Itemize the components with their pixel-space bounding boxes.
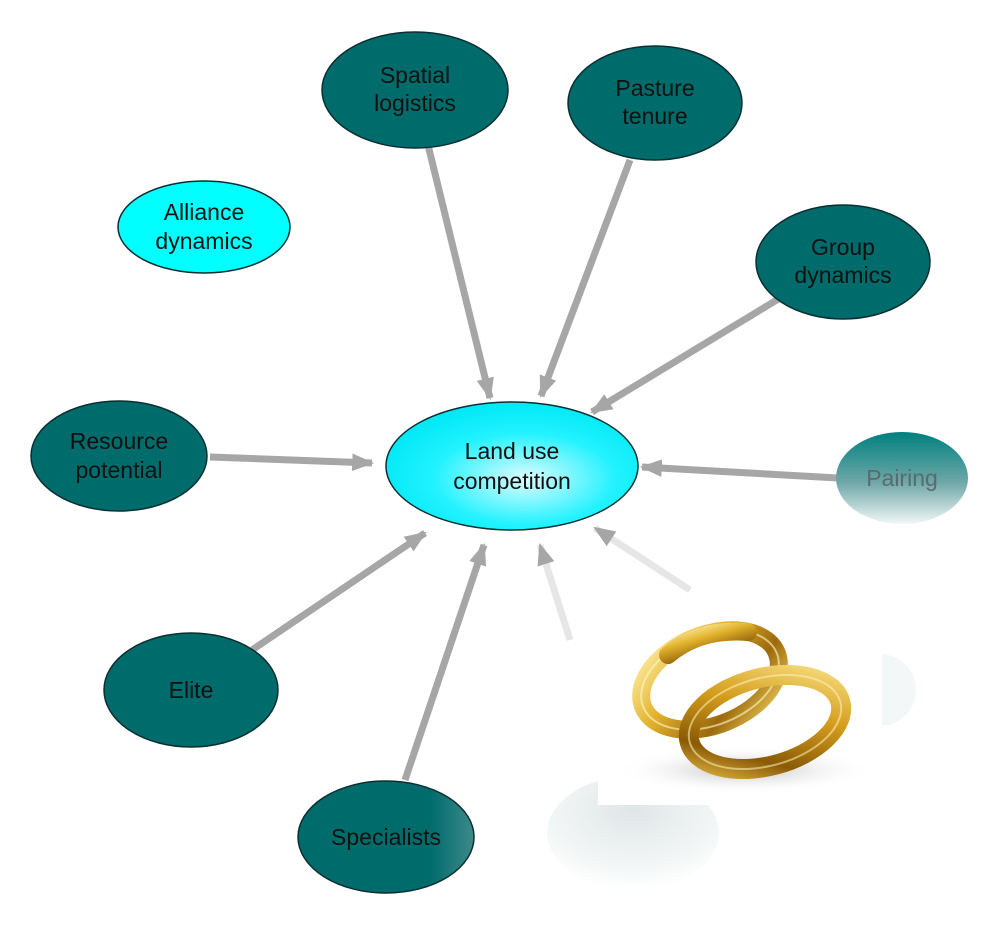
arrows (209, 144, 839, 782)
node-pairing[interactable]: Pairing (836, 432, 968, 524)
faded-arrows (536, 525, 692, 642)
arrow-pairing (639, 459, 839, 482)
node-label-line: logistics (374, 90, 456, 116)
node-label-line: Specialists (331, 824, 441, 850)
arrow-faded-1 (536, 542, 574, 642)
arrow-group-dynamics (590, 295, 782, 415)
node-land-use-competition[interactable]: Land use competition (385, 401, 639, 531)
node-resource-potential[interactable]: Resource potential (30, 400, 208, 512)
node-label-line: Spatial (380, 62, 450, 88)
center-label-line: Land use (465, 438, 560, 464)
node-label-line: Group (811, 234, 875, 260)
node-label-line: Pairing (866, 465, 938, 491)
node-spatial-logistics[interactable]: Spatial logistics (321, 31, 509, 149)
arrow-resource-potential (209, 453, 375, 472)
node-elite[interactable]: Elite (103, 632, 279, 748)
arrow-elite (250, 530, 427, 653)
node-specialists[interactable]: Specialists (297, 780, 475, 894)
node-label-line: Resource (70, 428, 168, 454)
node-label-line: dynamics (155, 228, 252, 254)
gold-wedding-rings-icon (632, 621, 852, 780)
arrow-pasture-tenure (537, 158, 634, 399)
node-label-line: tenure (622, 103, 687, 129)
node-pasture-tenure[interactable]: Pasture tenure (567, 45, 743, 161)
rings-image (598, 603, 882, 805)
node-label-line: Alliance (164, 199, 245, 225)
arrow-faded-2 (593, 525, 692, 593)
node-label-line: Elite (169, 677, 214, 703)
arrow-specialists (401, 542, 488, 782)
node-group-dynamics[interactable]: Group dynamics (755, 204, 931, 320)
node-label-line: dynamics (794, 262, 891, 288)
center-label-line: competition (453, 468, 571, 494)
node-label-line: potential (76, 457, 163, 483)
node-alliance-dynamics[interactable]: Alliance dynamics (117, 180, 291, 274)
node-label-line: Pasture (615, 75, 694, 101)
arrow-spatial-logistics (424, 144, 494, 401)
